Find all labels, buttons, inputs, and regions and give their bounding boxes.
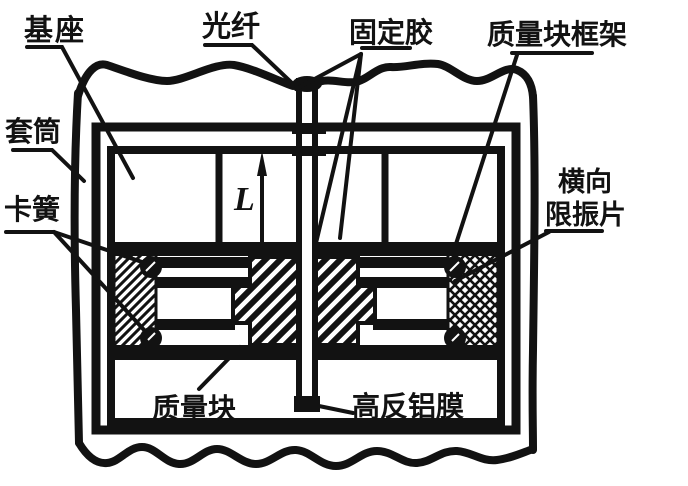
leader-lines	[4, 43, 604, 415]
leader-glue-plate	[314, 52, 363, 245]
limiter-plate	[373, 319, 448, 330]
base-plug-bore	[215, 150, 389, 243]
leader-sleeve	[11, 148, 86, 183]
limiter-plate	[156, 319, 235, 330]
leader-mass-block	[197, 345, 242, 391]
limiter-plate	[156, 257, 252, 268]
fiber-length-dimension	[257, 151, 267, 242]
label-mass-block: 质量块	[152, 392, 236, 425]
leader-snap-spring-upper	[52, 230, 147, 265]
limiter-plate	[356, 277, 448, 288]
label-reflective-film: 高反铝膜	[352, 390, 464, 423]
optical-fiber	[292, 76, 326, 412]
limiter-plate	[156, 277, 252, 288]
leader-snap-spring-lower	[52, 230, 147, 333]
label-fixing-glue: 固定胶	[349, 16, 433, 49]
label-mass-block-frame: 质量块框架	[487, 18, 627, 51]
label-sleeve: 套筒	[5, 115, 61, 148]
label-lateral-limiter-1: 横向	[558, 166, 612, 198]
leader-limiter	[453, 230, 551, 283]
base-top-break-right	[311, 59, 537, 101]
label-fiber-length: L	[233, 181, 255, 218]
lateral-limiter-plates	[156, 257, 448, 330]
sleeve-edge-crossing	[292, 146, 326, 156]
limiter-plate	[356, 257, 448, 268]
leader-reflective-film	[312, 403, 355, 415]
label-fiber: 光纤	[202, 9, 260, 43]
fiber-channel	[302, 80, 312, 406]
label-lateral-limiter-2: 限振片	[545, 200, 626, 231]
leader-base	[25, 45, 135, 180]
leader-glue-plate2	[338, 52, 363, 240]
label-base: 基座	[24, 13, 86, 47]
label-snap-spring: 卡簧	[4, 193, 60, 226]
base-top-break-left	[74, 60, 297, 100]
base-bottom-break	[75, 439, 537, 471]
reflective-film-cap	[294, 396, 320, 412]
base-left-edge	[70, 89, 83, 447]
base-right-edge	[528, 92, 539, 454]
leader-frame	[453, 53, 519, 249]
labels: 基座 光纤 固定胶 质量块框架 套筒 卡簧 横向 限振片 质量块 高反铝膜 L	[4, 9, 627, 425]
sleeve-edge-crossing	[292, 123, 326, 134]
dimension-arrowhead	[257, 151, 267, 176]
leader-fiber	[203, 43, 295, 86]
leader-glue-entry	[294, 52, 363, 91]
